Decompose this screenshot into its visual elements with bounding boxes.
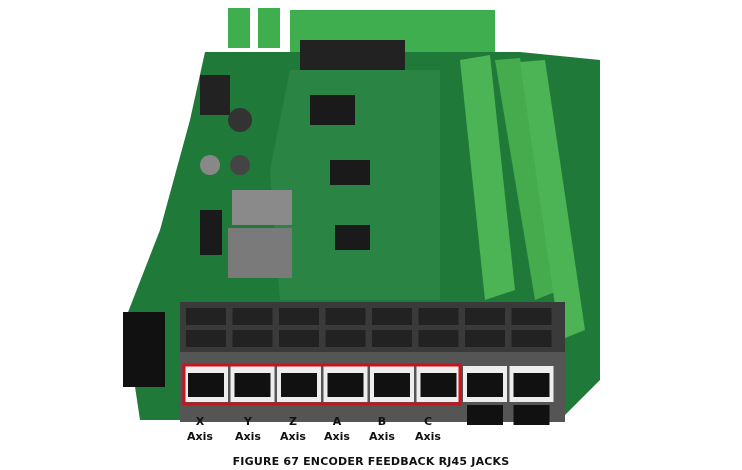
jack-label-plate (465, 330, 505, 347)
jack-label-plate (465, 308, 505, 325)
axis-letter: Y (244, 415, 252, 428)
axis-word: Axis (324, 430, 350, 443)
axis-label-c: C Axis (403, 414, 453, 444)
jack-label-plate (279, 308, 319, 325)
rj45-jack (513, 405, 550, 425)
figure-caption: FIGURE 67 ENCODER FEEDBACK RJ45 JACKS (232, 455, 510, 468)
rj45-jack (513, 373, 550, 397)
axis-word: Axis (415, 430, 441, 443)
jack-label-plate (279, 330, 319, 347)
axis-label-b: B Axis (357, 414, 407, 444)
axis-word: Axis (187, 430, 213, 443)
axis-label-a: A Axis (312, 414, 362, 444)
jack-label-plate (325, 308, 366, 325)
rj45-jack (327, 373, 364, 397)
jack-label-plate (418, 330, 459, 347)
axis-word: Axis (280, 430, 306, 443)
axis-label-x: X Axis (175, 414, 225, 444)
encoder-jacks-highlight (182, 363, 462, 406)
axis-word: Axis (369, 430, 395, 443)
ribbon-header (123, 312, 165, 387)
jack-label-plate (372, 330, 412, 347)
axis-label-z: Z Axis (268, 414, 318, 444)
jack-label-plate (186, 308, 226, 325)
rj45-jack (374, 373, 410, 397)
terminal-strip (460, 55, 515, 300)
axis-label-y: Y Axis (223, 414, 273, 444)
jack-label-plate (325, 330, 366, 347)
axis-letter: A (332, 415, 342, 428)
rj45-jack (467, 405, 503, 425)
jack-label-plate (186, 330, 226, 347)
jack-label-plate (372, 308, 412, 325)
rj45-jack (467, 373, 503, 397)
rj45-jack (234, 373, 271, 397)
axis-letter: C (423, 415, 433, 428)
jack-label-plate (232, 308, 273, 325)
jack-label-plate (511, 330, 552, 347)
rj45-jack (420, 373, 457, 397)
rj45-jack (188, 373, 224, 397)
axis-letter: Z (289, 415, 297, 428)
axis-letter: X (195, 415, 205, 428)
jack-label-plate (232, 330, 273, 347)
axis-word: Axis (235, 430, 261, 443)
jack-label-plate (418, 308, 459, 325)
rj45-jack (281, 373, 317, 397)
jack-label-plate (511, 308, 552, 325)
axis-letter: B (377, 415, 387, 428)
